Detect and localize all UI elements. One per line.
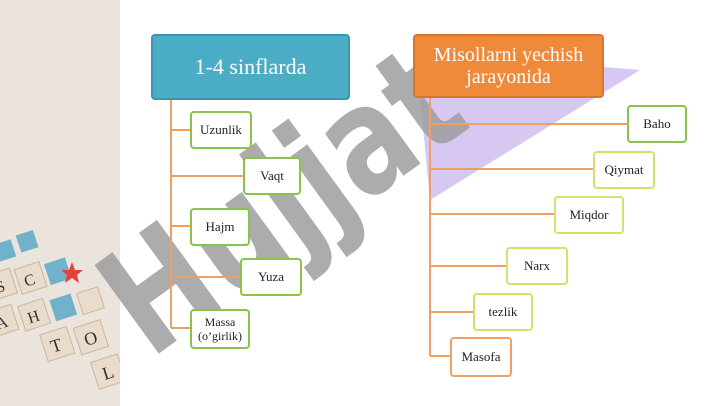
right-item-narx: Narx [506,247,568,285]
tile-letter: A [0,314,11,334]
left-item-hajm: Hajm [190,208,250,246]
star-icon [61,262,83,283]
tile-letter: C [22,271,37,290]
tile-letter: S [0,278,7,297]
left-item-massa: Massa (o’girlik) [190,309,250,349]
tile-letter: O [81,327,100,350]
left-item-vaqt: Vaqt [243,157,301,195]
scrabble-tiles-image: S C A H T O L [0,229,120,390]
right-item-tezlik: tezlik [473,293,533,331]
left-item-uzunlik: Uzunlik [190,111,252,149]
right-item-masofa: Masofa [450,337,512,377]
left-column-header: 1-4 sinflarda [151,34,350,100]
right-item-miqdor: Miqdor [554,196,624,234]
right-item-baho: Baho [627,105,687,143]
left-item-yuza: Yuza [240,258,302,296]
right-item-qiymat: Qiymat [593,151,655,189]
tile-letter: H [26,307,43,327]
right-column-header: Misollarni yechish jarayonida [413,34,604,98]
decorative-side-panel: S C A H T O L [0,0,120,406]
